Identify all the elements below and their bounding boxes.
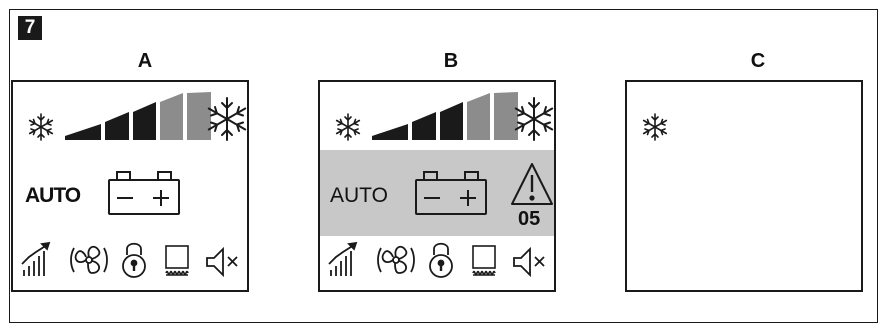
auto-label: AUTO bbox=[25, 184, 81, 207]
snowflake-small-icon bbox=[642, 113, 668, 141]
battery-icon bbox=[108, 171, 180, 215]
figure-number: 7 bbox=[18, 16, 42, 40]
panel-c-display bbox=[625, 80, 863, 292]
snowflake-small-icon bbox=[28, 113, 54, 141]
battery-icon bbox=[415, 171, 487, 215]
power-bars-icon bbox=[65, 92, 211, 140]
trend-chart-icon bbox=[328, 241, 358, 276]
snowflake-large-icon bbox=[207, 97, 247, 141]
panel-a-letter: A bbox=[137, 50, 153, 72]
fan-icon bbox=[377, 245, 415, 274]
padlock-icon bbox=[122, 242, 146, 278]
fan-icon bbox=[70, 245, 108, 274]
panel-b-letter: B bbox=[443, 50, 459, 72]
panel-c-letter: C bbox=[750, 50, 766, 72]
snowflake-large-icon bbox=[514, 97, 554, 141]
speaker-mute-icon bbox=[513, 246, 545, 278]
panel-b-display: AUTO 05 bbox=[318, 80, 556, 292]
panel-a-display: AUTO bbox=[11, 80, 249, 292]
snowflake-small-icon bbox=[335, 113, 361, 141]
padlock-icon bbox=[429, 242, 453, 278]
auto-label: AUTO bbox=[330, 184, 388, 207]
highlight-band bbox=[320, 150, 554, 236]
speaker-mute-icon bbox=[206, 246, 238, 278]
heater-icon bbox=[165, 245, 189, 276]
heater-icon bbox=[472, 245, 496, 276]
error-code: 05 bbox=[518, 208, 541, 230]
power-bars-icon bbox=[372, 92, 518, 140]
warning-triangle-icon bbox=[511, 163, 553, 205]
trend-chart-icon bbox=[21, 241, 51, 276]
